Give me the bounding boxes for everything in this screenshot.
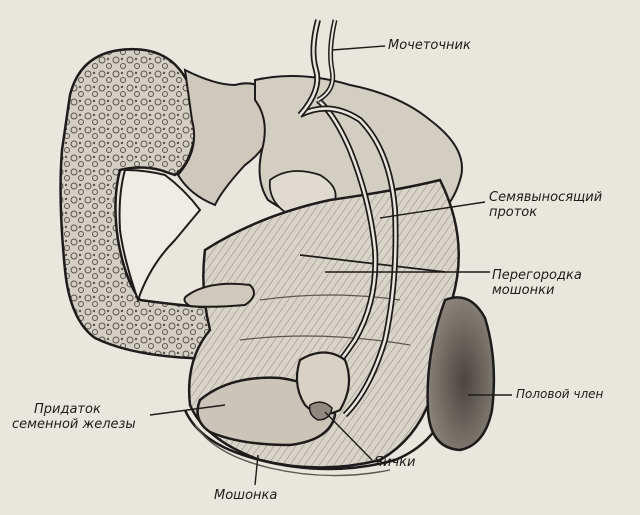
label-scrotum: Мошонка xyxy=(214,488,277,503)
label-epididymis: Придаток семенной железы xyxy=(12,402,136,432)
penis xyxy=(428,297,494,450)
label-scrotal-septum-line2: мошонки xyxy=(492,283,582,298)
label-vas-deferens: Семявыносящий проток xyxy=(489,190,602,220)
label-ureter: Мочеточник xyxy=(388,38,471,53)
label-scrotal-septum-line1: Перегородка xyxy=(492,268,582,283)
label-epididymis-line2: семенной железы xyxy=(12,417,136,432)
label-epididymis-line1: Придаток xyxy=(12,402,136,417)
label-vas-deferens-line1: Семявыносящий xyxy=(489,190,602,205)
label-scrotal-septum: Перегородка мошонки xyxy=(492,268,582,298)
label-testes: Яички xyxy=(374,455,415,470)
label-vas-deferens-line2: проток xyxy=(489,205,602,220)
label-penis: Половой член xyxy=(516,387,603,402)
